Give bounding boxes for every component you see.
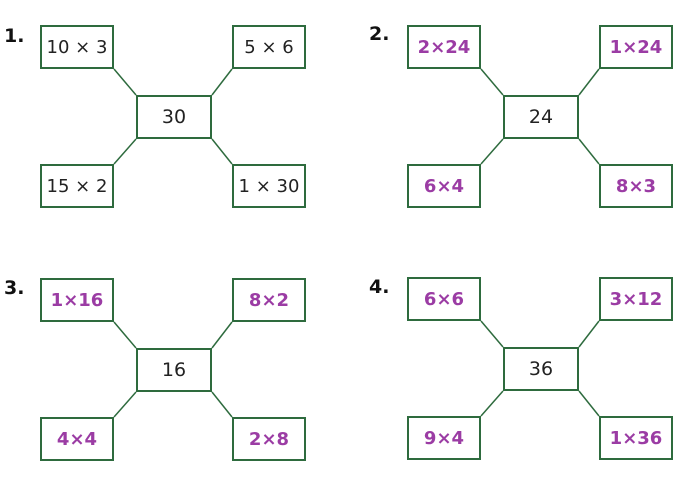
connector-lines	[113, 321, 233, 418]
factor-puzzle-3: 3. 1×16 8×2 16 4×4 2×8	[0, 253, 310, 461]
product-box: 24	[503, 95, 579, 139]
factor-pair-answer-bottom-left: 6×4	[407, 164, 481, 208]
factor-pair-answer-top-right: 1×24	[599, 25, 673, 69]
factor-pair-answer-top-left: 6×6	[407, 277, 481, 321]
product-box: 30	[136, 95, 212, 139]
factor-pair-answer-bottom-right: 8×3	[599, 164, 673, 208]
factor-puzzle-4: 4. 6×6 3×12 36 9×4 1×36	[367, 252, 677, 460]
puzzle-number: 4.	[369, 276, 390, 298]
factor-pair-box-top-left: 10 × 3	[40, 25, 114, 69]
puzzle-number: 2.	[369, 23, 390, 45]
connector-lines	[480, 320, 600, 417]
product-box: 36	[503, 347, 579, 391]
factor-pair-answer-bottom-right: 2×8	[232, 417, 306, 461]
factor-pair-answer-bottom-left: 4×4	[40, 417, 114, 461]
connector-lines	[113, 68, 233, 165]
puzzle-number: 3.	[4, 277, 25, 299]
factor-pair-answer-top-left: 2×24	[407, 25, 481, 69]
factor-pair-answer-top-right: 8×2	[232, 278, 306, 322]
factor-pair-box-top-right: 5 × 6	[232, 25, 306, 69]
product-box: 16	[136, 348, 212, 392]
factor-pair-answer-top-right: 3×12	[599, 277, 673, 321]
factor-pair-answer-top-left: 1×16	[40, 278, 114, 322]
factor-pair-answer-bottom-left: 9×4	[407, 416, 481, 460]
factor-pair-answer-bottom-right: 1×36	[599, 416, 673, 460]
factor-pair-box-bottom-right: 1 × 30	[232, 164, 306, 208]
factor-puzzle-1: 1. 10 × 3 5 × 6 30 15 × 2 1 × 30	[0, 0, 310, 208]
puzzle-number: 1.	[4, 25, 25, 47]
factor-puzzle-2: 2. 2×24 1×24 24 6×4 8×3	[367, 0, 677, 208]
factor-pair-box-bottom-left: 15 × 2	[40, 164, 114, 208]
connector-lines	[480, 68, 600, 165]
